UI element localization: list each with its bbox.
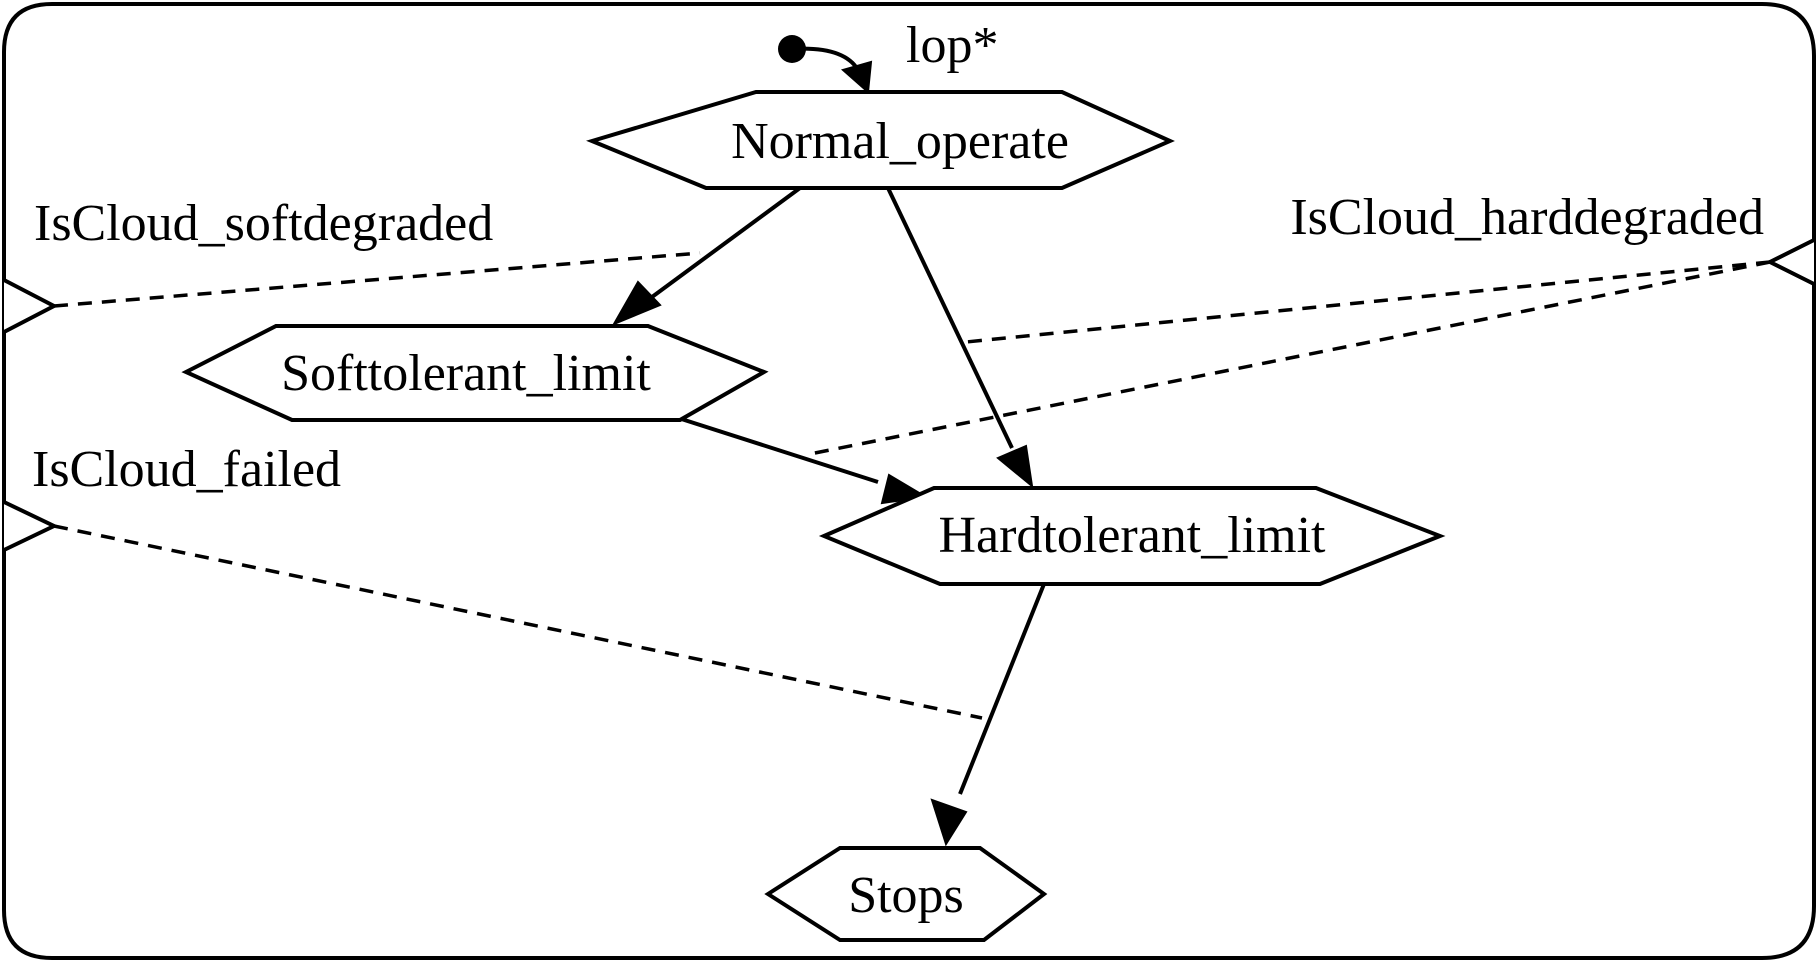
state-softtolerant-limit-label: Softtolerant_limit	[281, 345, 651, 402]
arrowhead-hard-to-stops	[930, 798, 968, 847]
harddegraded-line-upper	[965, 260, 1771, 344]
state-normal-operate[interactable]: Normal_operate	[586, 90, 1175, 190]
transition-soft-to-hard	[671, 414, 879, 484]
state-softtolerant-limit-shape	[181, 324, 769, 422]
transitions	[611, 46, 1046, 847]
initial-arrowhead	[840, 60, 873, 95]
input-ports	[3, 238, 1815, 552]
arrowhead-normal-to-soft	[611, 280, 662, 327]
softdegraded-port	[3, 278, 59, 334]
state-softtolerant-limit[interactable]: Softtolerant_limit	[181, 324, 769, 422]
state-normal-operate-shape	[586, 90, 1175, 190]
initial-marker-dot	[778, 35, 806, 63]
state-hardtolerant-limit-label: Hardtolerant_limit	[938, 507, 1326, 564]
state-normal-operate-label: Normal_operate	[731, 113, 1069, 170]
harddegraded-line-lower	[809, 260, 1771, 456]
input-failed-label: IsCloud_failed	[32, 441, 341, 498]
state-stops[interactable]: Stops	[764, 846, 1048, 942]
state-stops-label: Stops	[848, 867, 964, 924]
transition-normal-to-soft	[650, 186, 802, 299]
initial-marker-label: lop*	[906, 17, 998, 74]
state-hardtolerant-limit-shape	[818, 486, 1446, 586]
state-hardtolerant-limit[interactable]: Hardtolerant_limit	[818, 486, 1446, 586]
state-stops-shape	[764, 846, 1048, 942]
failed-line	[53, 524, 983, 720]
transition-normal-to-hard	[886, 187, 1014, 449]
arrowhead-normal-to-hard	[996, 444, 1034, 489]
input-softdegraded-label: IsCloud_softdegraded	[34, 195, 493, 252]
input-lines	[53, 251, 1771, 720]
failed-port	[3, 500, 59, 552]
harddegraded-port	[1765, 238, 1815, 286]
input-harddegraded-label: IsCloud_harddegraded	[1290, 189, 1764, 246]
transition-hard-to-stops	[958, 583, 1046, 795]
softdegraded-line	[53, 251, 701, 308]
